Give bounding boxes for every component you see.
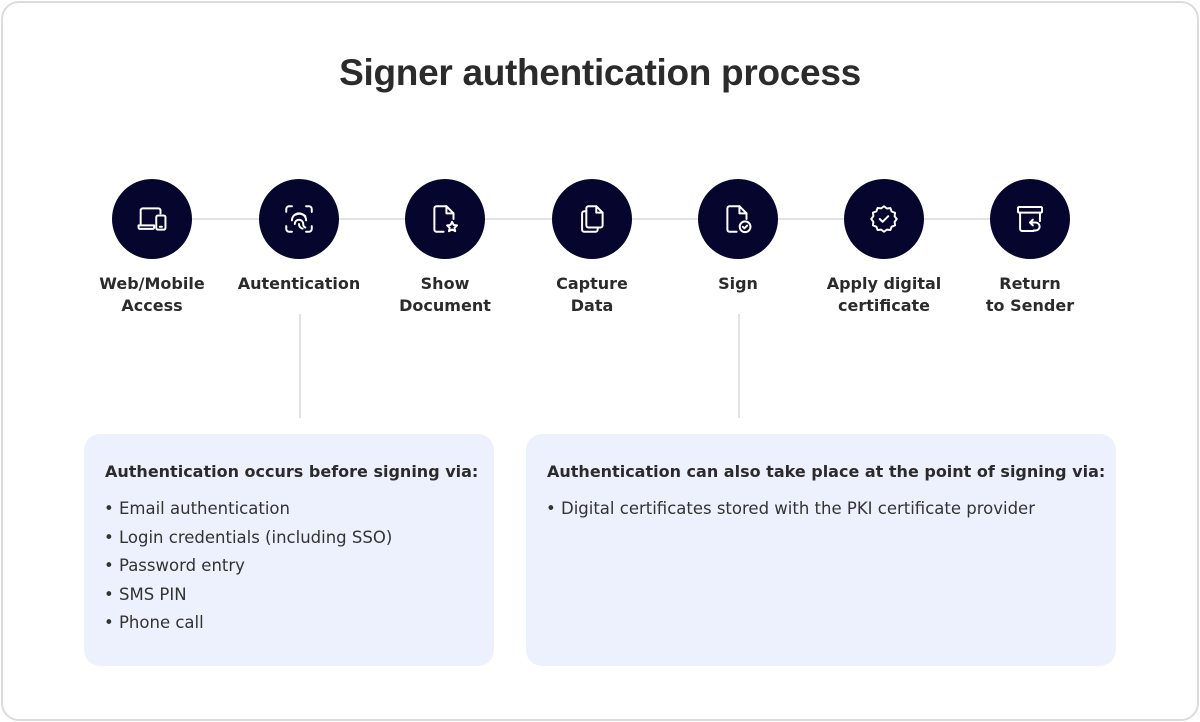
method-list: Email authentication Login credentials (… [104, 495, 494, 638]
label-line: Autentication [237, 274, 361, 293]
step-label: Show Document [372, 273, 518, 317]
label-line: Document [399, 296, 491, 315]
list-item: Password entry [104, 552, 494, 581]
connector-line-vertical [299, 314, 301, 418]
label-line: Sign [718, 274, 758, 293]
document-check-icon [726, 205, 752, 234]
list-item: Login credentials (including SSO) [104, 524, 494, 553]
step-circle [990, 179, 1070, 259]
step-circle [844, 179, 924, 259]
label-line: Capture [556, 274, 628, 293]
step-circle [405, 179, 485, 259]
connector-line [632, 218, 698, 220]
connector-line-vertical [738, 314, 740, 418]
list-item: Phone call [104, 609, 494, 638]
step-circle [259, 179, 339, 259]
before-signing-box: Authentication occurs before signing via… [84, 434, 494, 666]
step-label: Sign [665, 273, 811, 295]
list-item: Email authentication [104, 495, 494, 524]
label-line: Apply digital [826, 274, 942, 293]
step-label: Web/Mobile Access [79, 273, 225, 317]
badge-check-icon [870, 205, 898, 233]
label-line: Access [121, 296, 183, 315]
step-label: Apply digital certificate [811, 273, 957, 317]
label-line: Data [570, 296, 614, 315]
step-return-to-sender: Return to Sender [957, 179, 1103, 317]
connector-line [339, 218, 405, 220]
point-of-signing-box: Authentication can also take place at th… [526, 434, 1116, 666]
list-item: SMS PIN [104, 581, 494, 610]
step-sign: Sign [665, 179, 811, 295]
connector-line [924, 218, 990, 220]
step-label: Return to Sender [957, 273, 1103, 317]
step-apply-digital-certificate: Apply digital certificate [811, 179, 957, 317]
label-line: to Sender [985, 296, 1075, 315]
step-label: Autentication [226, 273, 372, 295]
connector-line [485, 218, 552, 220]
step-capture-data: Capture Data [519, 179, 665, 317]
diagram-title: Signer authentication process [339, 52, 861, 93]
list-item: Digital certificates stored with the PKI… [546, 495, 1116, 524]
step-show-document: Show Document [372, 179, 518, 317]
step-authentication: Autentication [226, 179, 372, 295]
method-list: Digital certificates stored with the PKI… [546, 495, 1116, 524]
connector-line [192, 218, 259, 220]
step-circle [552, 179, 632, 259]
label-line: Return [999, 274, 1061, 293]
copy-documents-icon [581, 205, 604, 233]
step-label: Capture Data [519, 273, 665, 317]
archive-return-icon [1016, 205, 1044, 233]
fingerprint-icon [285, 205, 313, 233]
devices-icon [137, 207, 167, 231]
label-line: Show [420, 274, 470, 293]
label-line: certificate [838, 296, 930, 315]
step-circle [698, 179, 778, 259]
box-heading: Authentication occurs before signing via… [105, 462, 479, 481]
connector-line [778, 218, 844, 220]
step-web-mobile-access: Web/Mobile Access [79, 179, 225, 317]
label-line: Web/Mobile [99, 274, 205, 293]
document-star-icon [433, 205, 459, 233]
box-heading: Authentication can also take place at th… [547, 462, 1106, 481]
step-circle [112, 179, 192, 259]
